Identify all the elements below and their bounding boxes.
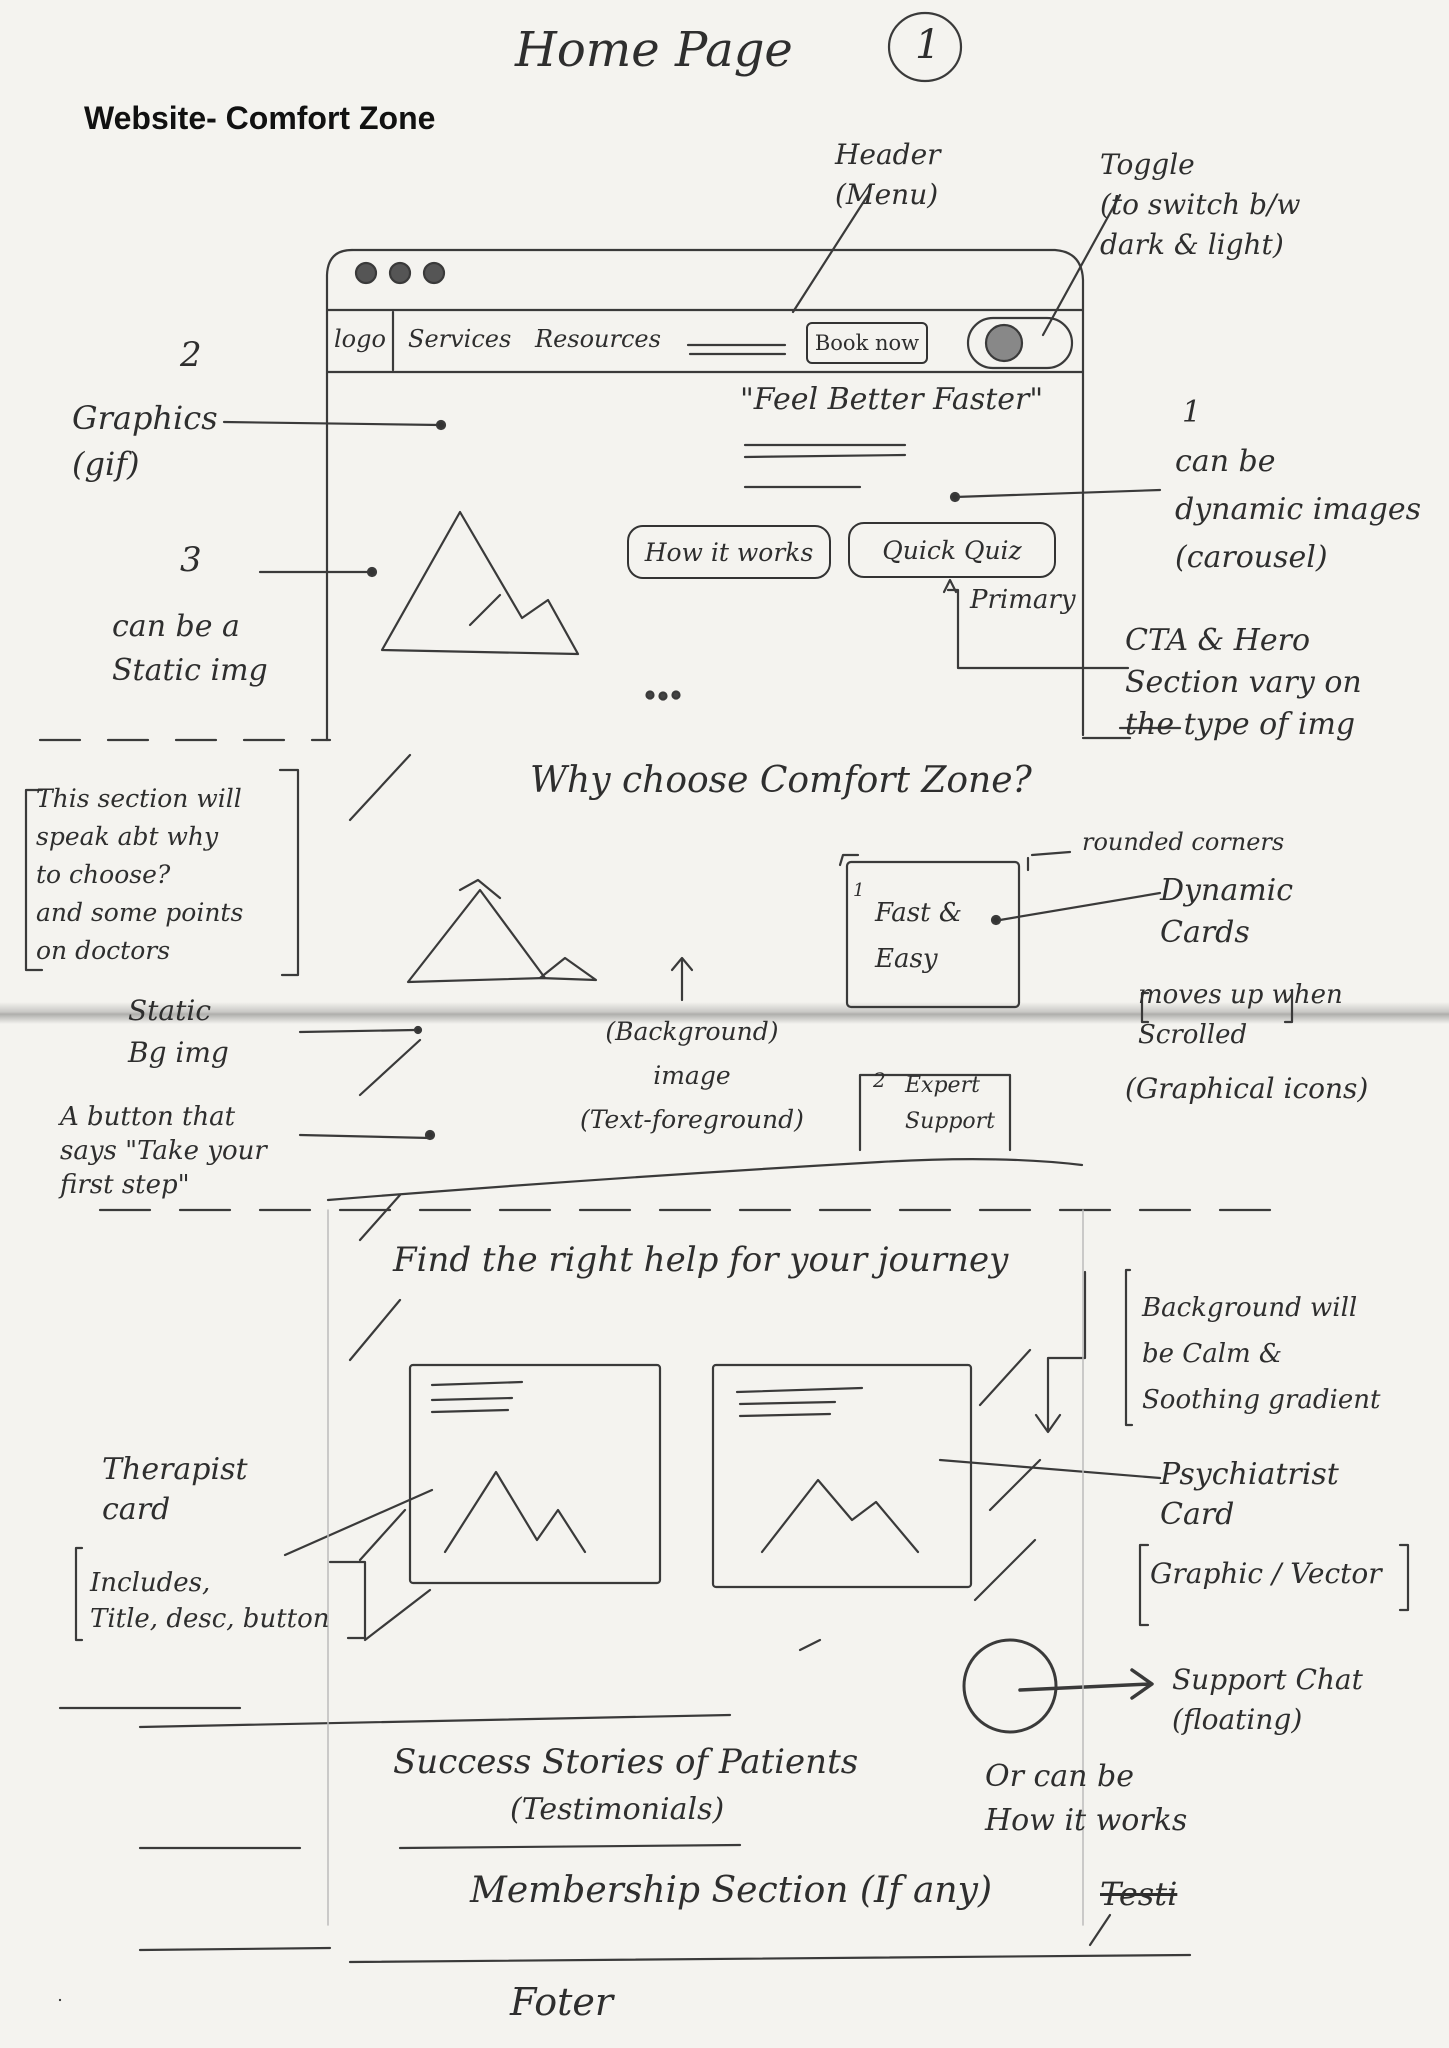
annotation-toggle: Toggle (to switch b/w dark & light) (1100, 148, 1301, 261)
annotation-cta-hero: CTA & Hero Section vary on the type of i… (1125, 623, 1362, 742)
annotation-includes: Includes, Title, desc, button (90, 1568, 330, 1634)
annotation-header-menu: Header (Menu) (835, 138, 941, 211)
membership-heading: Membership Section (If any) (470, 1870, 992, 1911)
nav-services[interactable]: Services (408, 325, 512, 353)
why-card-1-text: Fast & Easy (875, 898, 962, 974)
annotation-graphics: Graphics (gif) (72, 399, 218, 483)
annotation-dynamic-images: can be dynamic images (carousel) (1175, 444, 1422, 575)
nav-logo[interactable]: logo (334, 325, 386, 353)
browser-frame-right (350, 248, 1085, 737)
annotation-static-bg: Static Bg img (128, 994, 229, 1069)
annotation-number-2: 2 (180, 335, 202, 375)
membership-struck-text: Testi (1100, 1875, 1178, 1913)
annotation-dynamic-cards: Dynamic Cards (1160, 873, 1294, 950)
testimonials-heading: Success Stories of Patients (393, 1742, 859, 1782)
annotation-support-chat: Support Chat (floating) (1172, 1663, 1363, 1736)
help-heading: Find the right help for your journey (393, 1240, 1009, 1280)
book-now-button[interactable]: Book now (806, 322, 928, 364)
annotation-take-first-step: A button that says "Take your first step… (60, 1102, 267, 1200)
how-it-works-button[interactable]: How it works (627, 525, 831, 579)
theme-toggle-sketch (966, 316, 1074, 370)
website-label: Website- Comfort Zone (84, 100, 436, 136)
annotation-background-gradient: Background will be Calm & Soothing gradi… (1142, 1293, 1381, 1415)
footer-label: Foter (510, 1980, 614, 2024)
annotation-static-img: can be a Static img (112, 609, 268, 688)
page-title: Home Page (515, 22, 793, 78)
therapist-card-sketch (408, 1363, 662, 1585)
annotation-number-1: 1 (1182, 395, 1202, 430)
annotation-graphical-icons: (Graphical icons) (1125, 1072, 1369, 1105)
why-heading: Why choose Comfort Zone? (530, 760, 1032, 801)
browser-frame-left (325, 248, 354, 742)
annotation-psychiatrist-card: Psychiatrist Card (1160, 1457, 1339, 1532)
why-card-2-number: 2 (873, 1068, 886, 1092)
page-number: 1 (915, 22, 941, 68)
annotation-moves-up: moves up when Scrolled (1138, 980, 1343, 1050)
quick-quiz-button[interactable]: Quick Quiz (848, 522, 1056, 578)
nav-resources[interactable]: Resources (535, 325, 661, 353)
hero-quote: "Feel Better Faster" (740, 382, 1044, 417)
why-card-1-sketch (845, 860, 1021, 1009)
background-image-note: (Background) image (Text-foreground) (580, 1017, 804, 1134)
support-chat-circle-sketch (962, 1638, 1058, 1734)
annotation-therapist-card: Therapist card (102, 1452, 248, 1527)
annotation-number-3: 3 (180, 540, 202, 580)
annotation-primary: Primary (970, 585, 1076, 615)
paper-fold-crease (0, 1002, 1449, 1024)
why-card-1-number: 1 (853, 880, 865, 901)
annotation-graphic-vector: Graphic / Vector (1150, 1557, 1382, 1590)
page-number-circle (887, 11, 963, 83)
why-card-2-text: Expert Support (905, 1073, 996, 1134)
testimonials-alt: Or can be How it works (985, 1759, 1188, 1838)
psychiatrist-card-sketch (711, 1363, 973, 1589)
annotation-rounded-corners: rounded corners (1082, 828, 1285, 856)
annotation-section-speak: This section will speak abt why to choos… (36, 784, 244, 965)
testimonials-sub: (Testimonials) (510, 1792, 725, 1827)
